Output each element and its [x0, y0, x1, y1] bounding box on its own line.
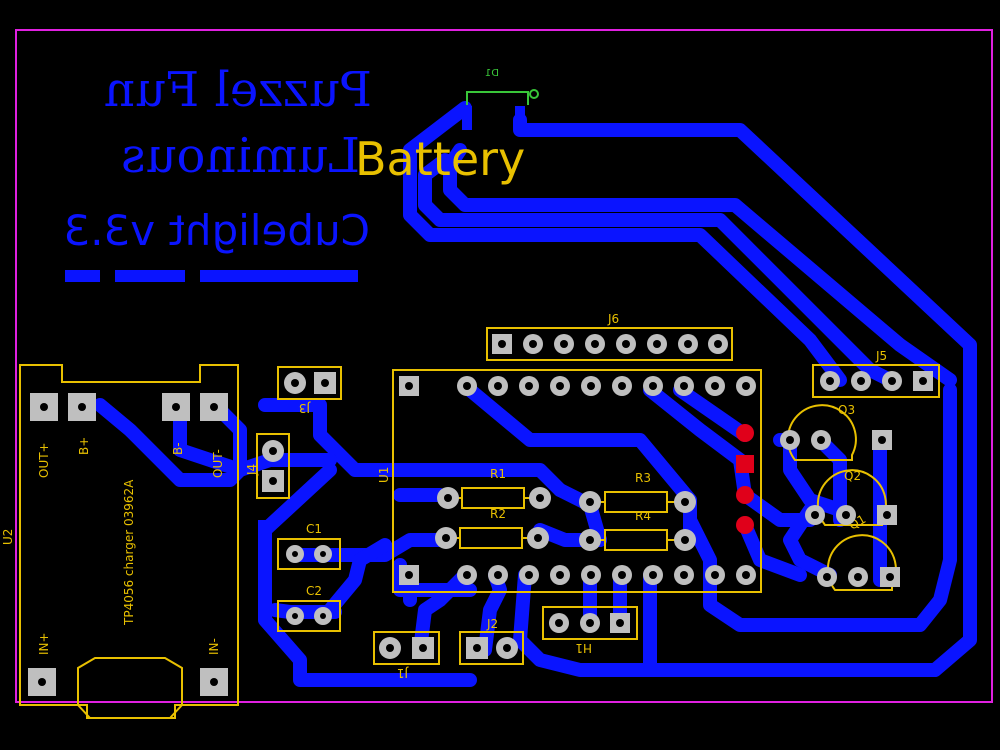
header-j3: J3: [277, 366, 342, 415]
r4-label: R4: [635, 509, 651, 523]
dash-2: [115, 270, 185, 282]
j5-label: J5: [875, 349, 887, 363]
header-j4: J4: [245, 433, 290, 499]
pin-out-minus: OUT-: [211, 449, 225, 478]
dash-3: [200, 270, 358, 282]
q2-label: Q2: [844, 469, 861, 483]
c1-label: C1: [306, 522, 322, 536]
j6-label: J6: [607, 312, 619, 326]
j3-label: J3: [299, 401, 311, 415]
pin-out-plus: OUT+: [37, 442, 51, 478]
header-j6: J6: [486, 312, 733, 361]
ic-u1: U1: [377, 369, 762, 593]
pads: [262, 334, 933, 659]
diode-label: D1: [485, 68, 499, 79]
board-outline: [15, 29, 993, 703]
battery-label: Battery: [355, 132, 525, 186]
u1-label: U1: [377, 467, 391, 483]
c2-label: C2: [306, 584, 322, 598]
module-label: TP4056 charger 03962A: [122, 479, 136, 626]
title-line-2: Luminous: [121, 128, 360, 184]
copper-fill: [258, 520, 272, 620]
pin-in-minus: IN-: [207, 638, 221, 655]
pin-b-minus: B-: [171, 442, 185, 455]
title-line-3: Cubelight v3.3: [63, 206, 370, 255]
header-j5: J5: [812, 349, 940, 398]
j2-label: J2: [486, 617, 498, 631]
module-u2: U2 TP4056 charger 03962A OUT+ B+ B- OUT-…: [1, 364, 239, 719]
pin-b-plus: B+: [77, 437, 91, 455]
q3-label: Q3: [838, 403, 855, 417]
title-line-1: Puzzel Fun: [104, 62, 372, 118]
cap-c1: C1: [277, 522, 341, 570]
pin-in-plus: IN+: [37, 632, 51, 655]
j4-label: J4: [245, 464, 259, 476]
h1-label: H1: [575, 641, 592, 655]
header-j2: J2: [459, 617, 524, 665]
header-h1: H1: [542, 606, 638, 655]
j1-label: J1: [397, 666, 409, 680]
header-j1: J1: [373, 631, 440, 680]
dash-1: [65, 270, 100, 282]
cap-c2: C2: [277, 584, 341, 632]
r1-label: R1: [490, 467, 506, 481]
diode-d1: D1: [462, 68, 539, 130]
bottom-text: Puzzel Fun Luminous Cubelight v3.3: [63, 62, 372, 282]
module-ref: U2: [1, 529, 15, 545]
r3-label: R3: [635, 471, 651, 485]
r2-label: R2: [490, 507, 506, 521]
